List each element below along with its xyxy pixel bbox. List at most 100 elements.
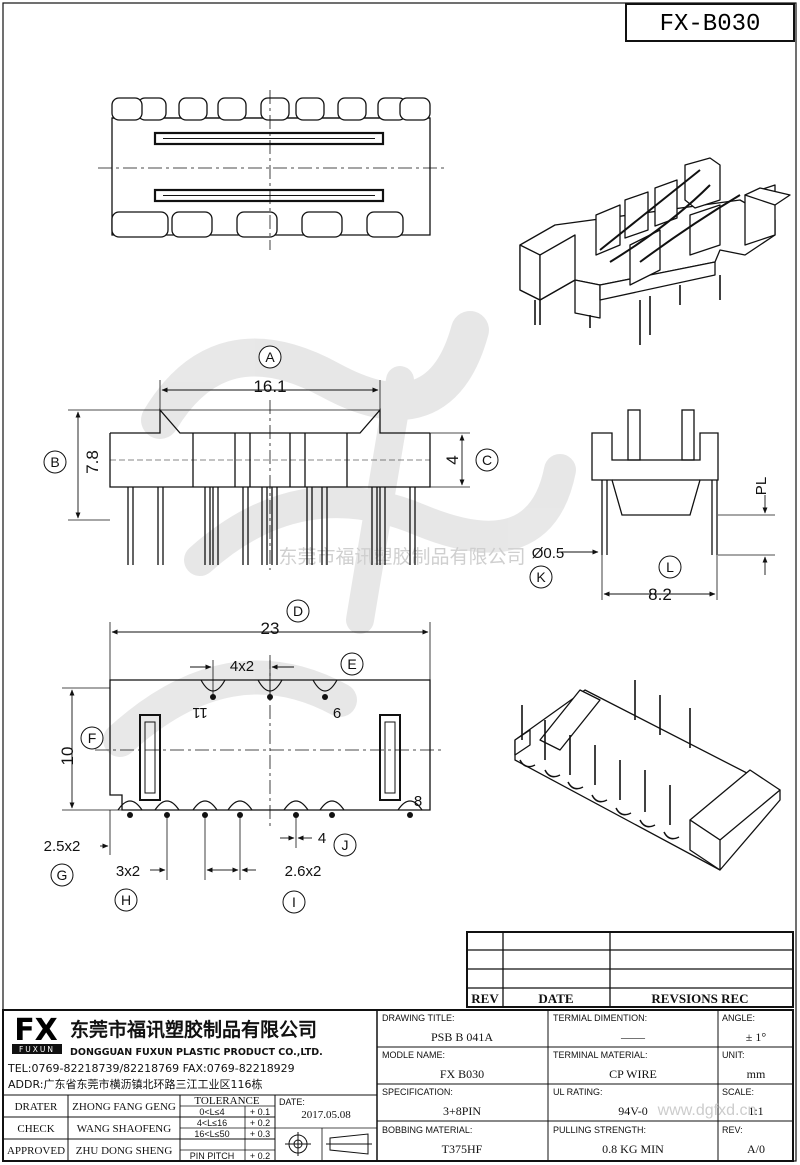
tolerance-value-4: + 0.2 <box>250 1151 270 1161</box>
dim-d-label: D <box>293 603 303 619</box>
rev-value: A/0 <box>747 1142 765 1156</box>
tolerance-value-1: + 0.1 <box>250 1107 270 1117</box>
pin-11-label: 11 <box>192 704 208 721</box>
isometric-view-bottom <box>514 680 781 871</box>
date-value: 2017.05.08 <box>301 1109 351 1121</box>
drawing-title-value: PSB B 041A <box>431 1030 493 1044</box>
watermark-url: www.dgfxd.cn <box>657 1102 757 1119</box>
top-view <box>98 90 445 250</box>
dim-k: Ø0.5 K <box>529 545 599 589</box>
scale-label: SCALE: <box>722 1087 754 1097</box>
terminal-dimention-value: —— <box>620 1030 646 1044</box>
dim-e-label: E <box>347 656 356 672</box>
check-role: CHECK <box>17 1123 54 1135</box>
revisions-header: REVSIONS REC <box>651 991 748 1006</box>
dim-f-value: 10 <box>58 747 77 766</box>
dim-l-label: L <box>666 559 674 575</box>
drater-name: ZHONG FANG GENG <box>72 1101 176 1113</box>
terminal-dimention-label: TERMIAL DIMENTION: <box>553 1013 647 1023</box>
dim-pl-label: PL <box>753 477 770 495</box>
part-number: FX-B030 <box>660 11 761 38</box>
pin-notch <box>154 800 180 811</box>
bottom-pad <box>366 211 404 238</box>
bottom-pad <box>236 211 278 238</box>
dim-k-label: K <box>536 569 546 585</box>
pulling-strength-label: PULLING STRENGTH: <box>553 1125 646 1135</box>
dim-c-value: 4 <box>443 455 462 464</box>
tolerance-value-2: + 0.2 <box>250 1118 270 1128</box>
dim-b-value: 7.8 <box>83 450 102 474</box>
top-pad <box>295 97 325 121</box>
top-pad <box>178 97 208 121</box>
pin-notch <box>397 800 423 811</box>
pulling-strength-value: 0.8 KG MIN <box>602 1142 664 1156</box>
pin-6-label: 6 <box>333 705 341 722</box>
bobbin-material-value: T375HF <box>442 1142 483 1156</box>
pin-hole <box>267 694 273 700</box>
company-addr: ADDR:广东省东莞市横沥镇北环路三江工业区116栋 <box>8 1077 262 1091</box>
dim-e: 4x2 E <box>190 652 364 695</box>
dim-d-value: 23 <box>261 619 280 638</box>
drawing-title-label: DRAWING TITLE: <box>382 1013 455 1023</box>
side-view <box>591 409 719 555</box>
pin-notch <box>312 679 338 692</box>
terminal-material-value: CP WIRE <box>609 1067 657 1081</box>
tolerance-range-3: 16<L≤50 <box>194 1129 229 1139</box>
dim-b: 7.8 B <box>43 409 160 521</box>
top-pad <box>217 97 247 121</box>
rev-header: REV <box>471 991 499 1006</box>
pin-notch <box>319 800 345 811</box>
top-pad <box>337 97 367 121</box>
company-name-cn: 东莞市福讯塑胶制品有限公司 <box>70 1018 317 1041</box>
model-name-label: MODLE NAME: <box>382 1050 445 1060</box>
bottom-pad <box>171 211 213 238</box>
pin-hole <box>407 812 413 818</box>
title-block-grid <box>2 1009 794 1162</box>
top-pad <box>111 97 143 121</box>
projection-symbol-icon <box>285 1132 372 1156</box>
dim-g-label: G <box>57 867 68 883</box>
rev-label: REV: <box>722 1125 743 1135</box>
dim-i-label: I <box>292 894 296 910</box>
bobbin-material-label: BOBBING MATERIAL: <box>382 1125 472 1135</box>
ul-rating-label: UL RATING: <box>553 1087 603 1097</box>
dim-k-value: Ø0.5 <box>532 545 565 562</box>
pin-hole <box>329 812 335 818</box>
model-name-value: FX B030 <box>440 1067 484 1081</box>
pin-8-label: 8 <box>414 793 422 810</box>
unit-value: mm <box>747 1067 766 1081</box>
dim-b-label: B <box>50 454 59 470</box>
dim-a: 16.1 A <box>159 345 381 410</box>
dim-i: 2.6x2 I <box>222 815 322 914</box>
dim-c: 4 C <box>430 432 499 488</box>
front-view <box>109 400 431 570</box>
drater-role: DRATER <box>15 1101 58 1113</box>
unit-label: UNIT: <box>722 1050 745 1060</box>
dim-i-value: 2.6x2 <box>285 863 322 880</box>
dim-e-value: 4x2 <box>230 658 254 675</box>
terminal-material-label: TERMINAL MATERIAL: <box>553 1050 648 1060</box>
bottom-pad <box>111 211 169 238</box>
dim-f-label: F <box>88 730 97 746</box>
tolerance-range-1: 0<L≤4 <box>199 1107 224 1117</box>
pin-notch <box>117 800 143 811</box>
tolerance-title: TOLERANCE <box>194 1095 259 1107</box>
specification-label: SPECIFICATION: <box>382 1087 453 1097</box>
date-header: DATE <box>538 991 573 1006</box>
dim-j: 4 J <box>280 815 357 857</box>
dim-pl: PL <box>718 477 775 575</box>
company-logo: FX FUXUN <box>12 1013 62 1054</box>
dim-l-value: 8.2 <box>648 585 672 604</box>
dim-f: 10 F <box>58 687 122 811</box>
dim-j-label: J <box>342 837 349 853</box>
date-label: DATE: <box>279 1097 305 1107</box>
pin-notch <box>283 800 309 811</box>
dim-l: 8.2 L <box>601 555 718 604</box>
dim-a-label: A <box>265 349 275 365</box>
company-tel: TEL:0769-82218739/82218769 FAX:0769-8221… <box>7 1062 295 1075</box>
bottom-pin-holes <box>117 679 423 818</box>
check-name: WANG SHAOFENG <box>77 1123 171 1135</box>
ul-rating-value: 94V-0 <box>618 1104 648 1118</box>
